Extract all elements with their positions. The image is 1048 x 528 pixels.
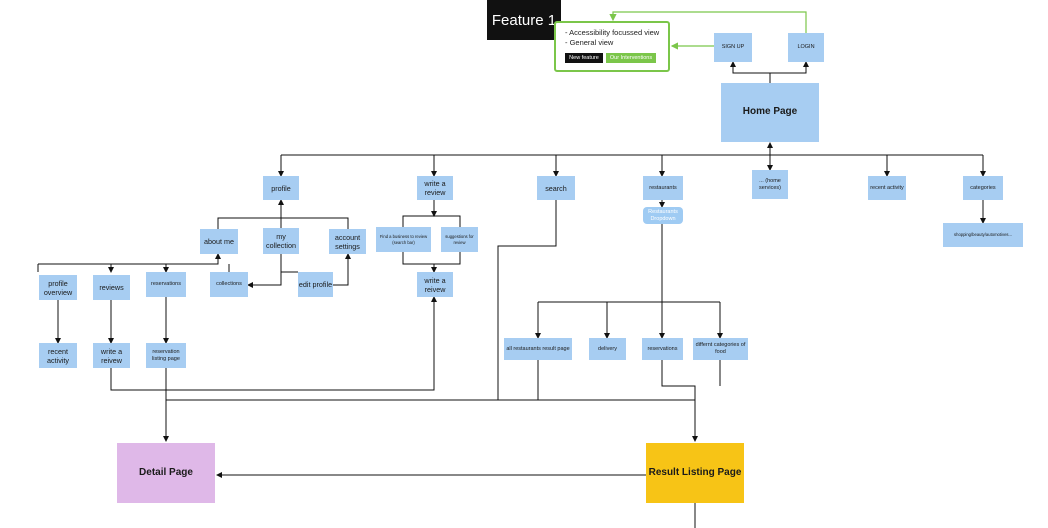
reviews-node: reviews bbox=[93, 275, 130, 300]
find-business-node: Find a business to review (search bar) bbox=[376, 227, 431, 252]
suggestions-node: suggestions for review bbox=[441, 227, 478, 252]
feature-legend-box: - Accessibility focussed view - General … bbox=[554, 21, 670, 72]
home-page-node: Home Page bbox=[721, 83, 819, 142]
categories-list-node: shopping/beauty/automotives... bbox=[943, 223, 1023, 247]
all-restaurants-node: all restaurants result page bbox=[504, 338, 572, 360]
reservations-node: reservations bbox=[146, 272, 186, 297]
recent-activity-left-node: recent activity bbox=[39, 343, 77, 368]
profile-node: profile bbox=[263, 176, 299, 200]
new-feature-tag: New feature bbox=[565, 53, 603, 63]
sign-up-node: SIGN UP bbox=[714, 33, 752, 62]
our-interventions-tag: Our Interventions bbox=[606, 53, 656, 63]
write-review-mid-node: write a reivew bbox=[417, 272, 453, 297]
home-services-node: ... (home services) bbox=[752, 170, 788, 199]
profile-overview-node: profile overview bbox=[39, 275, 77, 300]
edit-profile-node: edit profile bbox=[298, 272, 333, 297]
feature-item: - General view bbox=[565, 38, 614, 47]
categories-node: categories bbox=[963, 176, 1003, 200]
about-me-node: about me bbox=[200, 229, 238, 254]
detail-page-node: Detail Page bbox=[117, 443, 215, 503]
restaurants-node: restaurants bbox=[643, 176, 683, 200]
recent-activity-node: recent activity bbox=[868, 176, 906, 200]
feature-title: Feature 1 bbox=[487, 0, 561, 40]
different-categories-node: differnt categories of food bbox=[693, 338, 748, 360]
delivery-node: delivery bbox=[589, 338, 626, 360]
write-review-node: write a review bbox=[417, 176, 453, 200]
my-collection-node: my collection bbox=[263, 228, 299, 254]
restaurants-dropdown-node: Restaurants Dropdown bbox=[643, 207, 683, 224]
login-node: LOGIN bbox=[788, 33, 824, 62]
reservation-listing-node: reservation listing page bbox=[146, 343, 186, 368]
reservations-mid-node: reservations bbox=[642, 338, 683, 360]
write-review-left-node: write a reivew bbox=[93, 343, 130, 368]
result-listing-page-node: Result Listing Page bbox=[646, 443, 744, 503]
account-settings-node: account settings bbox=[329, 229, 366, 254]
feature-item: - Accessibility focussed view bbox=[565, 28, 660, 37]
collections-node: collections bbox=[210, 272, 248, 297]
search-node: search bbox=[537, 176, 575, 200]
